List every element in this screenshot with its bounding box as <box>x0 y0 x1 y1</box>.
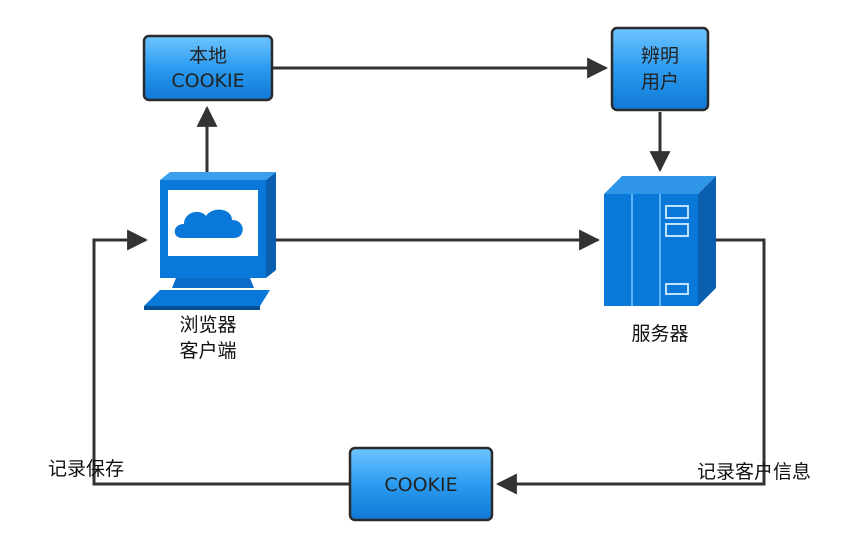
computer-monitor-icon <box>144 172 276 310</box>
identify-user-node: 辨明 用户 <box>610 26 710 112</box>
edges <box>92 57 766 495</box>
browser-label-line1: 浏览器 <box>179 314 236 336</box>
local-cookie-line2: COOKIE <box>171 70 244 92</box>
local-cookie-node: 本地 COOKIE <box>142 34 274 102</box>
cookie-label: COOKIE <box>384 474 457 496</box>
browser-label-line2: 客户端 <box>179 340 236 362</box>
server-rack-icon <box>604 176 716 306</box>
local-cookie-line1: 本地 <box>189 45 227 67</box>
identify-user-line1: 辨明 <box>641 45 679 67</box>
edge-cookie-to-browser <box>92 229 350 486</box>
cookie-node: COOKIE <box>348 446 494 522</box>
identify-user-line2: 用户 <box>641 71 679 93</box>
server-label: 服务器 <box>631 323 688 345</box>
record-save-label: 记录保存 <box>48 458 124 480</box>
edge-server-to-cookie <box>495 238 766 495</box>
record-client-info-label: 记录客户信息 <box>697 461 811 483</box>
